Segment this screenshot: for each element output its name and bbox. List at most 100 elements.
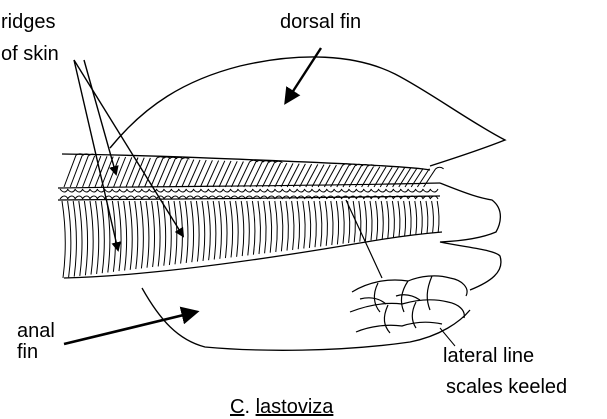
lateral-chain-loop xyxy=(134,189,142,199)
lower-body-ridge xyxy=(426,201,428,234)
upper-striation xyxy=(244,162,256,187)
ridges-pointer-2 xyxy=(74,60,183,236)
lateral-line-band xyxy=(60,189,438,199)
label-fin: fin xyxy=(17,340,38,364)
caption-separator: . xyxy=(244,396,255,418)
lower-body-ridge xyxy=(387,201,389,238)
upper-striation xyxy=(331,165,343,187)
upper-striation xyxy=(231,162,243,188)
upper-striation xyxy=(300,164,312,187)
label-of-skin: of skin xyxy=(1,42,59,66)
lower-body-ridge xyxy=(84,201,87,275)
lower-body-ridge xyxy=(331,201,333,245)
lower-body-ridge xyxy=(163,201,166,266)
lower-body-ridge xyxy=(202,201,205,261)
anal-fin-outline xyxy=(142,288,470,350)
body-right-edge xyxy=(440,183,501,290)
upper-striation xyxy=(157,159,169,187)
upper-striation xyxy=(219,161,231,187)
lower-body-ridge xyxy=(196,201,199,262)
lower-body-ridge xyxy=(381,201,383,239)
upper-striation xyxy=(269,163,281,187)
anal-fin-arrow xyxy=(64,312,196,344)
lateral-chain-loop xyxy=(430,189,438,199)
lower-body-ridge xyxy=(404,201,406,236)
upper-striation xyxy=(188,160,200,187)
lower-body-ridge xyxy=(342,201,344,244)
lateral-chain-loop xyxy=(245,189,253,199)
upper-striation xyxy=(411,168,423,187)
lateral-chain-loop xyxy=(423,189,431,199)
upper-striation xyxy=(343,166,355,187)
upper-ridge-tick xyxy=(274,161,282,163)
upper-ridge-tick xyxy=(436,167,444,169)
lower-body-ridge xyxy=(432,201,434,233)
keeled-scales-detail xyxy=(350,276,467,333)
label-ridges: ridges xyxy=(1,10,55,34)
lateral-chain-loop xyxy=(82,189,90,199)
lower-body-ridge xyxy=(73,201,76,277)
upper-striation xyxy=(281,163,293,187)
upper-striation xyxy=(417,169,429,187)
lower-body-ridge xyxy=(168,201,171,265)
lateral-chain-loop xyxy=(400,189,408,199)
lateral-chain-loop xyxy=(60,189,68,199)
upper-striation xyxy=(293,164,305,187)
lower-body-ridge xyxy=(62,201,65,278)
lower-body-ridge xyxy=(336,201,338,244)
lateral-chain-loop xyxy=(393,189,401,199)
lower-body-ridge xyxy=(292,201,294,250)
upper-striation xyxy=(250,162,262,187)
lower-body-ridge xyxy=(230,201,233,257)
lower-body-ridge xyxy=(320,201,322,247)
lower-body-ridge xyxy=(359,201,361,242)
lateral-chain-loop xyxy=(201,189,209,199)
upper-striation xyxy=(349,166,361,187)
upper-striation xyxy=(194,160,206,187)
lower-body-ridge xyxy=(135,201,138,269)
label-lateral-line: lateral line xyxy=(443,344,534,368)
lower-body-ridge xyxy=(269,201,271,253)
upper-striation xyxy=(318,165,330,187)
lower-body-ridge xyxy=(409,201,411,236)
lower-body-ridge xyxy=(174,201,177,264)
upper-striation xyxy=(76,156,88,187)
upper-striation xyxy=(120,157,132,187)
lower-body-ridge xyxy=(364,201,366,241)
lower-body-ridge xyxy=(437,201,439,232)
lower-body-ridge xyxy=(191,201,194,262)
upper-striation-band xyxy=(64,154,444,187)
dorsal-fin-outline xyxy=(110,57,505,166)
lateral-chain-loop xyxy=(408,189,416,199)
upper-striation xyxy=(213,161,225,187)
lower-body-ridge xyxy=(152,201,155,267)
lower-body-ridge xyxy=(420,201,422,234)
lower-body-ridge xyxy=(129,201,132,270)
lateral-chain-loop xyxy=(230,189,238,199)
upper-striation xyxy=(169,159,181,187)
upper-striation xyxy=(256,163,268,188)
upper-striation xyxy=(83,156,95,187)
lower-body-ridge xyxy=(392,201,394,238)
lower-body-ridge xyxy=(96,201,99,274)
label-dorsal-fin: dorsal fin xyxy=(280,10,361,34)
caption-species-name: lastoviza xyxy=(256,396,334,418)
lateral-chain-loop xyxy=(127,189,135,199)
lower-body-ridge xyxy=(286,201,288,251)
caption-letter: C xyxy=(230,396,244,418)
lateral-chain-loop xyxy=(171,189,179,199)
lower-body-ridge xyxy=(157,201,160,266)
lower-body-ridge xyxy=(219,201,222,259)
upper-striation xyxy=(151,159,163,188)
lateral-chain-loop xyxy=(90,189,98,199)
upper-striation xyxy=(306,164,318,187)
lateral-chain-loop xyxy=(67,189,75,199)
lower-body-ridge xyxy=(376,201,378,240)
lower-body-ridge xyxy=(252,201,255,255)
lower-body-ridge xyxy=(280,201,282,251)
upper-striation xyxy=(107,157,119,187)
lower-body-ridge xyxy=(213,201,216,260)
lower-body-ridge xyxy=(264,201,266,253)
lower-body-ridge xyxy=(241,201,244,256)
lower-body-ridge xyxy=(208,201,211,260)
